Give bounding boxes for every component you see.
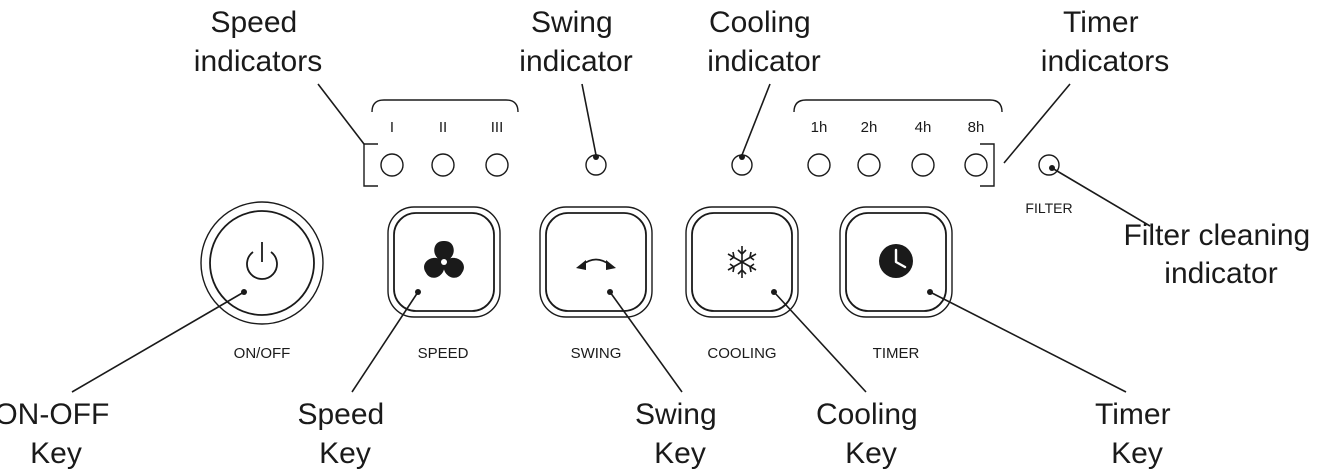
- filter-label: FILTER: [1025, 200, 1072, 216]
- speed-label-1: I: [390, 119, 394, 136]
- on-off-label: ON/OFF: [234, 345, 291, 362]
- fan-icon: [424, 240, 464, 278]
- timer-key-leader: [929, 291, 1127, 393]
- swing-label: SWING: [571, 345, 622, 362]
- timer-label-4h: 4h: [915, 119, 932, 136]
- filter-indicator-leader: [1051, 167, 1151, 227]
- timer-indicators-callout: Timer indicators: [1041, 6, 1169, 78]
- cooling-indicator-leader-dot: [739, 154, 745, 160]
- on-off-key-leader: [71, 291, 245, 393]
- timer-indicator-8h: [964, 153, 988, 177]
- snowflake-icon: [727, 246, 757, 278]
- timer-side-bracket: [980, 143, 995, 187]
- speed-indicators-callout: Speed indicators: [194, 6, 322, 78]
- cooling-key-callout: Cooling Key: [816, 398, 926, 470]
- speed-side-bracket: [363, 143, 378, 187]
- filter-indicator: [1038, 154, 1060, 176]
- timer-label-8h: 8h: [968, 119, 985, 136]
- cooling-key[interactable]: [685, 206, 799, 318]
- timer-indicator-2h: [857, 153, 881, 177]
- on-off-key-leader-dot: [241, 289, 247, 295]
- speed-indicators-leader: [317, 83, 365, 145]
- speed-key-leader: [351, 291, 419, 393]
- speed-label-3: III: [491, 119, 504, 136]
- cooling-key-leader-dot: [771, 289, 777, 295]
- speed-indicator-1: [380, 153, 404, 177]
- speed-key-callout: Speed Key: [297, 398, 392, 470]
- speed-label-2: II: [439, 119, 447, 136]
- power-icon: [246, 242, 278, 280]
- swing-key-leader-dot: [607, 289, 613, 295]
- clock-icon: [879, 244, 913, 278]
- timer-key-leader-dot: [927, 289, 933, 295]
- cooling-indicator-leader: [741, 83, 771, 156]
- timer-key[interactable]: [839, 206, 953, 318]
- timer-indicator-4h: [911, 153, 935, 177]
- speed-key-leader-dot: [415, 289, 421, 295]
- swing-key-callout: Swing Key: [635, 398, 725, 470]
- speed-indicator-2: [431, 153, 455, 177]
- timer-indicators-leader: [1003, 83, 1071, 164]
- on-off-key-callout: ON-OFF Key: [0, 398, 118, 470]
- swing-indicator-leader-dot: [593, 154, 599, 160]
- filter-cleaning-indicator-callout: Filter cleaning indicator: [1123, 219, 1318, 290]
- speed-key[interactable]: [387, 206, 501, 318]
- cooling-key-leader: [773, 291, 867, 393]
- swing-indicator-leader: [581, 83, 597, 156]
- swing-arrows-icon: [576, 258, 616, 270]
- speed-label: SPEED: [418, 345, 469, 362]
- cooling-label: COOLING: [707, 345, 776, 362]
- swing-key-leader: [609, 291, 683, 393]
- filter-indicator-leader-dot: [1049, 165, 1055, 171]
- on-off-key[interactable]: [200, 201, 324, 325]
- timer-label-1h: 1h: [811, 119, 828, 136]
- timer-label: TIMER: [873, 345, 920, 362]
- timer-label-2h: 2h: [861, 119, 878, 136]
- swing-key[interactable]: [539, 206, 653, 318]
- cooling-indicator-callout: Cooling indicator: [707, 6, 820, 78]
- timer-key-callout: Timer Key: [1095, 398, 1179, 470]
- timer-group-bracket: [793, 99, 1003, 113]
- timer-indicator-1h: [807, 153, 831, 177]
- swing-indicator-callout: Swing indicator: [519, 6, 632, 78]
- speed-indicator-3: [485, 153, 509, 177]
- speed-group-bracket: [371, 99, 519, 113]
